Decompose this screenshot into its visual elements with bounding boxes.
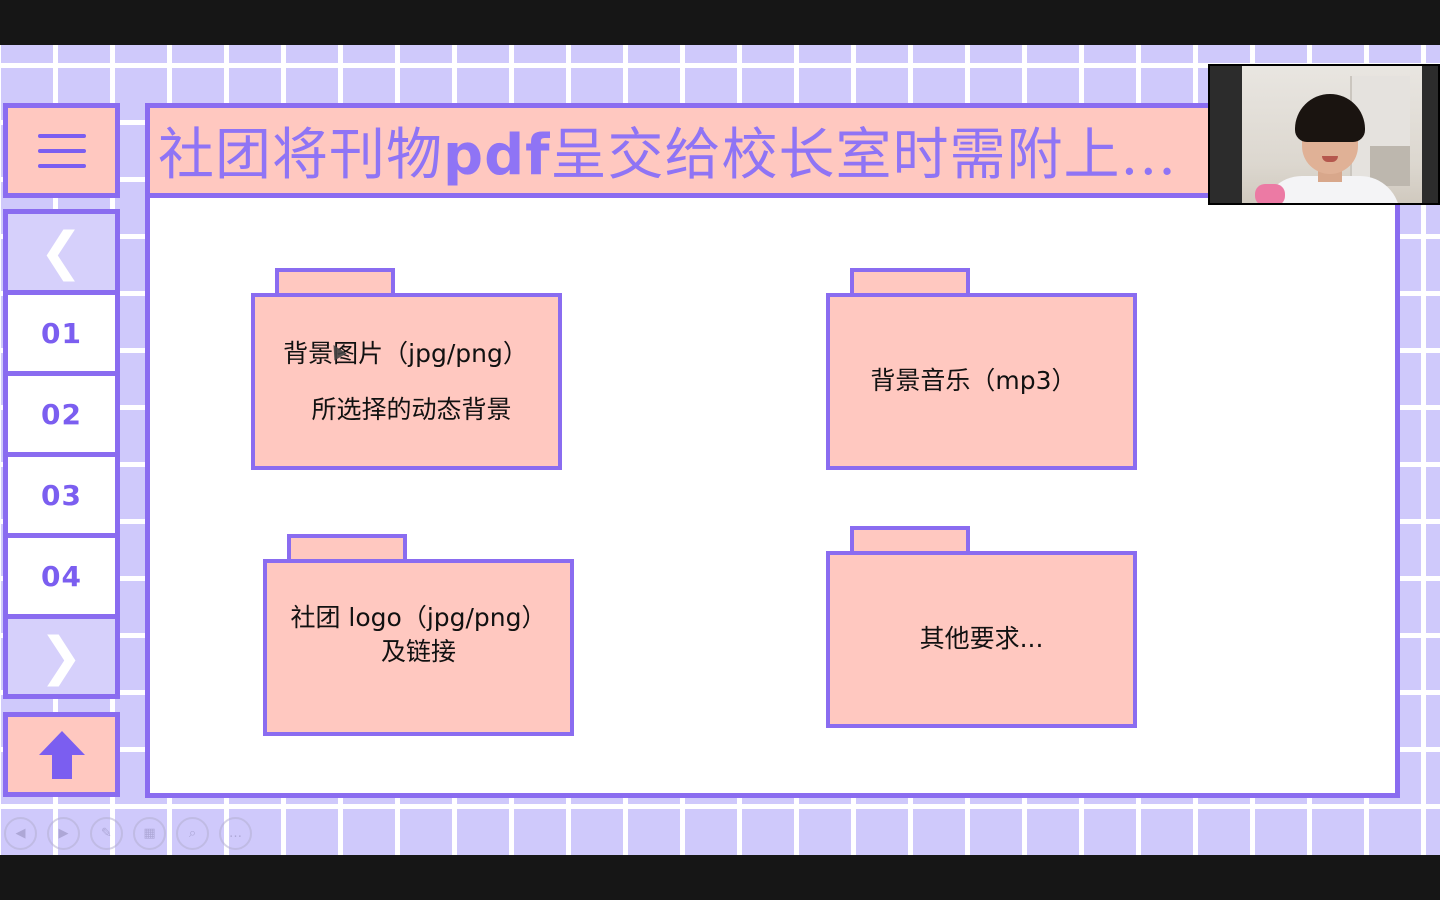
nav-item-04[interactable]: 04 <box>8 538 115 614</box>
previous-icon[interactable]: ◀ <box>4 817 37 850</box>
arrow-up-icon <box>38 730 85 779</box>
prev-slide-button[interactable]: ❮ <box>8 214 115 290</box>
chevron-left-icon: ❮ <box>39 222 84 282</box>
folder-club-logo: 社团 logo（jpg/png） 及链接 <box>263 534 574 736</box>
folder-other-requirements: 其他要求... <box>826 526 1137 728</box>
zoom-icon[interactable]: ⌕ <box>176 817 209 850</box>
slide: ❮ 01 02 03 04 ❯ 社团将刊物pdf呈交给校长室时需附上... 背景… <box>0 45 1440 855</box>
folder-text-line: 所选择的动态背景 <box>311 394 512 424</box>
nav-item-01[interactable]: 01 <box>8 295 115 371</box>
content-panel: 背景图片（jpg/png） 所选择的动态背景 背景音乐（mp3） 社团 logo… <box>145 193 1400 798</box>
webcam-video[interactable] <box>1208 64 1440 205</box>
letterbox-top <box>0 0 1440 45</box>
presenter-toolbar: ◀ ▶ ✎ ▦ ⌕ … <box>4 817 252 850</box>
folder-body: 社团 logo（jpg/png） 及链接 <box>263 559 574 736</box>
folder-text-line: 社团 logo（jpg/png） <box>290 602 547 632</box>
folder-text-line: 背景音乐（mp3） <box>870 365 1077 395</box>
next-slide-button[interactable]: ❯ <box>8 619 115 694</box>
slides-overview-icon[interactable]: ▦ <box>133 817 166 850</box>
nav-item-03[interactable]: 03 <box>8 457 115 533</box>
folder-background-music: 背景音乐（mp3） <box>826 268 1137 470</box>
menu-button[interactable] <box>3 103 120 198</box>
presenter-sleeve <box>1255 184 1285 203</box>
slide-navigation: ❮ 01 02 03 04 ❯ <box>3 209 120 699</box>
hamburger-icon <box>37 133 86 168</box>
nav-item-02[interactable]: 02 <box>8 376 115 452</box>
more-options-icon[interactable]: … <box>219 817 252 850</box>
back-to-top-button[interactable] <box>3 712 120 797</box>
folder-body: 背景音乐（mp3） <box>826 293 1137 470</box>
presenter-hair <box>1295 94 1365 142</box>
folder-body: 其他要求... <box>826 551 1137 728</box>
folder-text-line: 背景图片（jpg/png） <box>283 338 528 368</box>
pen-icon[interactable]: ✎ <box>90 817 123 850</box>
letterbox-bottom <box>0 855 1440 900</box>
folder-background-image: 背景图片（jpg/png） 所选择的动态背景 <box>251 268 562 470</box>
folder-body: 背景图片（jpg/png） 所选择的动态背景 <box>251 293 562 470</box>
presenter-mouth <box>1322 156 1338 162</box>
chevron-right-icon: ❯ <box>39 626 84 687</box>
next-icon[interactable]: ▶ <box>47 817 80 850</box>
title-bar: 社团将刊物pdf呈交给校长室时需附上... <box>145 103 1400 198</box>
folder-text-line: 及链接 <box>380 636 456 666</box>
page-title: 社团将刊物pdf呈交给校长室时需附上... <box>158 123 1177 188</box>
folder-text-line: 其他要求... <box>919 623 1044 653</box>
